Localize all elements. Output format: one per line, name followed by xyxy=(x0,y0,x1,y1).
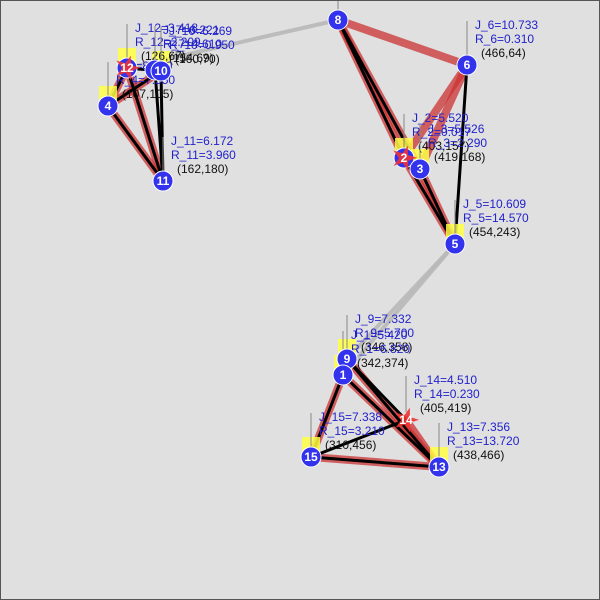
node-id-label-15: 15 xyxy=(304,450,318,464)
node-circle-15[interactable] xyxy=(300,446,322,468)
tie-edge-12-11 xyxy=(125,66,165,183)
node-coord-label-10: (160,70) xyxy=(175,52,220,66)
node-coord-label-7: (154,69) xyxy=(169,51,214,65)
star-marker-14 xyxy=(395,407,419,433)
node-value-label-14: R_14=0.230 xyxy=(414,387,480,401)
node-value-label-6: J_6=10.733 xyxy=(475,18,538,32)
node-coord-label-4: (107,105) xyxy=(122,87,173,101)
node-value-label-2: J_2=5.520 xyxy=(412,111,469,125)
node-coord-label-9: (346,358) xyxy=(361,340,412,354)
node-circle-13[interactable] xyxy=(428,456,450,478)
node-value-label-10: J_10=6.269 xyxy=(169,24,232,38)
node-id-label-5: 5 xyxy=(452,237,459,251)
node-8[interactable]: 8 xyxy=(327,9,349,31)
node-circle-11[interactable] xyxy=(152,170,174,192)
node-coord-label-12: (126,67) xyxy=(141,49,186,63)
node-1[interactable]: 1 xyxy=(332,364,354,386)
star-id-label-12: 12 xyxy=(120,61,134,75)
node-id-label-3: 3 xyxy=(417,162,424,176)
node-value-label-5: J_5=10.609 xyxy=(463,197,526,211)
tie-edge-15-14 xyxy=(309,418,408,459)
node-id-label-13: 13 xyxy=(432,460,446,474)
node-value-label-1: R_1=6.820 xyxy=(351,342,410,356)
node-value-label-7: R_7=4.610 xyxy=(163,37,222,51)
node-6[interactable]: 6 xyxy=(456,54,478,76)
node-id-label-4: 4 xyxy=(105,99,112,113)
node-markers-layer xyxy=(99,48,464,461)
node-value-label-6: R_6=0.310 xyxy=(475,32,534,46)
node-coord-label-13: (438,466) xyxy=(453,448,504,462)
node-circle-10[interactable] xyxy=(150,60,172,82)
node-value-label-1: J_1=5.420 xyxy=(351,328,408,342)
node-id-label-9: 9 xyxy=(344,352,351,366)
tie-edge-4-11 xyxy=(106,104,165,183)
node-circle-3[interactable] xyxy=(409,158,431,180)
node-id-label-10: 10 xyxy=(154,64,168,78)
node-coord-label-5: (454,243) xyxy=(469,225,520,239)
tie-edge-1-13 xyxy=(341,373,441,469)
node-value-label-14: J_14=4.510 xyxy=(414,373,477,387)
node-id-label-8: 8 xyxy=(335,13,342,27)
node-circle-5[interactable] xyxy=(444,233,466,255)
node-value-label-10: R_10=0.950 xyxy=(169,38,235,52)
node-value-label-11: R_11=3.960 xyxy=(171,148,236,162)
tie-edge-15-13 xyxy=(309,455,441,469)
star-markers-layer: 12 2 14 xyxy=(116,55,419,433)
node-coord-label-1: (342,374) xyxy=(357,356,408,370)
node-coord-label-14: (405,419) xyxy=(420,401,471,415)
node-coord-label-3: (419,168) xyxy=(434,150,485,164)
node-value-label-9: J_9=7.332 xyxy=(355,312,412,326)
node-coord-label-6: (466,64) xyxy=(481,46,526,60)
node-value-label-11: J_11=6.172 xyxy=(171,134,233,148)
highlight-edge-8-6 xyxy=(334,16,471,69)
star-marker-2 xyxy=(393,145,417,171)
node-5[interactable]: 5 xyxy=(444,233,466,255)
star-marker-12 xyxy=(116,55,140,81)
node-circle-1[interactable] xyxy=(332,364,354,386)
node-value-label-15: R_15=3.210 xyxy=(319,424,385,438)
node-11[interactable]: 11 xyxy=(152,170,174,192)
node-value-label-13: R_13=13.720 xyxy=(447,434,520,448)
node-coord-label-2: (403,157) xyxy=(418,139,469,153)
tie-edge-9-14 xyxy=(345,357,408,422)
tie-edge-7-11 xyxy=(153,68,165,183)
node-circle-6[interactable] xyxy=(456,54,478,76)
node-id-label-6: 6 xyxy=(464,58,471,72)
node-3[interactable]: 3 xyxy=(409,158,431,180)
node-value-label-3: J_3=5.526 xyxy=(428,122,485,136)
node-value-label-12: J_12=3.418 xyxy=(135,21,198,35)
tie-edge-6-5 xyxy=(453,63,469,246)
node-value-label-12: R_12=2.209 xyxy=(135,35,201,49)
node-value-label-9: R_9=5.700 xyxy=(355,326,414,340)
node-circle-8[interactable] xyxy=(327,9,349,31)
node-coord-label-11: (162,180) xyxy=(177,162,228,176)
link-edge-5-1 xyxy=(341,242,457,377)
node-value-label-3: R_3=2.290 xyxy=(428,136,487,150)
node-4[interactable]: 4 xyxy=(97,95,119,117)
star-id-label-2: 2 xyxy=(401,151,408,165)
node-value-label-13: J_13=7.356 xyxy=(447,420,510,434)
node-coord-label-15: (310,456) xyxy=(325,438,376,452)
node-10[interactable]: 10 xyxy=(150,60,172,82)
node-13[interactable]: 13 xyxy=(428,456,450,478)
node-labels-layer: (337,19)J_6=10.733R_6=0.310(466,64)J_2=5… xyxy=(107,1,538,462)
node-value-label-7: J_7=6.221 xyxy=(163,23,220,37)
star-id-label-14: 14 xyxy=(399,413,413,427)
node-id-label-1: 1 xyxy=(340,368,347,382)
node-15[interactable]: 15 xyxy=(300,446,322,468)
node-value-label-15: J_15=7.338 xyxy=(319,410,382,424)
node-circle-4[interactable] xyxy=(97,95,119,117)
node-value-label-2: R_2=0.017 xyxy=(412,125,471,139)
node-id-label-11: 11 xyxy=(157,174,170,188)
node-value-label-5: R_5=14.570 xyxy=(463,211,529,225)
